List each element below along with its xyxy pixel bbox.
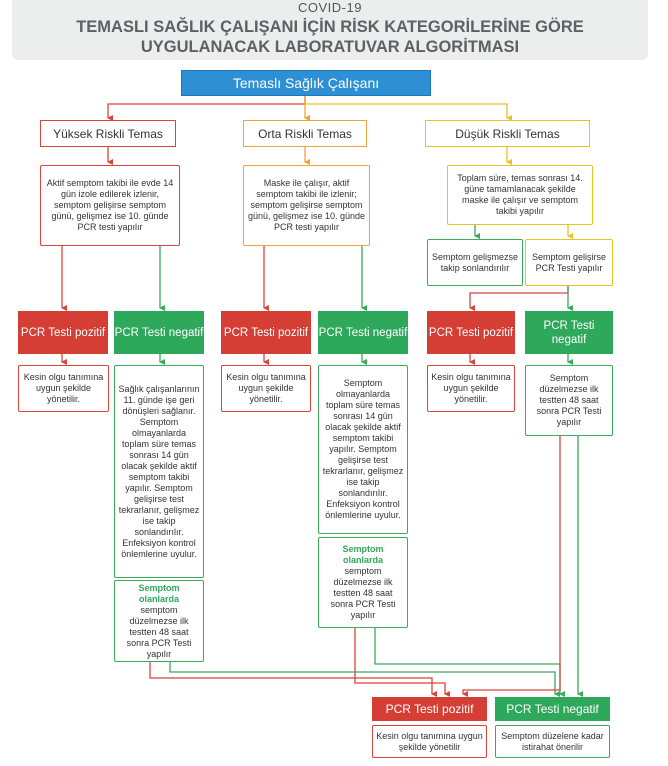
final-positive-note: Kesin olgu tanımına uygun şekilde yöneti… [372, 725, 487, 758]
low-no-symptom-box: Semptom gelişmezse takip sonlandırılır [427, 239, 523, 286]
final-negative-note: Semptom düzelene kadar istirahat önerili… [495, 725, 610, 758]
low-negative-note: Semptom düzelmezse ilk testten 48 saat s… [525, 365, 613, 436]
high-risk-description: Aktif semptom takibi ile evde 14 gün izo… [40, 165, 180, 246]
high-symptom-note: semptom düzelmezse ilk testten 48 saat s… [126, 604, 192, 659]
high-pcr-negative: PCR Testi negatif [114, 311, 204, 354]
medium-symptom-box: Semptom olanlarda semptom düzelmezse ilk… [318, 537, 408, 628]
page-title-line1: TEMASLI SAĞLIK ÇALIŞANI İÇİN RİSK KATEGO… [76, 18, 584, 36]
medium-pcr-positive: PCR Testi pozitif [221, 311, 311, 354]
page-title-line2: UYGULANACAK LABORATUVAR ALGORİTMASI [140, 38, 520, 56]
high-negative-note: Sağlık çalışanlarının 11. günde işe geri… [114, 365, 204, 578]
final-pcr-negative: PCR Testi negatif [495, 697, 610, 721]
high-symptom-label: Semptom olanlarda [138, 582, 180, 604]
category-low-risk: Düşük Riskli Temas [425, 120, 590, 147]
category-medium-risk: Orta Riskli Temas [243, 120, 367, 147]
final-pcr-positive: PCR Testi pozitif [372, 697, 487, 721]
medium-symptom-label: Semptom olanlarda [342, 544, 384, 565]
low-risk-description: Toplam süre, temas sonrası 14. güne tama… [447, 165, 593, 225]
page-title: TEMASLI SAĞLIK ÇALIŞANI İÇİN RİSK KATEGO… [12, 17, 648, 57]
medium-negative-note: Semptom olmayanlarda toplam süre temas s… [318, 365, 408, 534]
medium-pcr-negative: PCR Testi negatif [318, 311, 408, 354]
low-pcr-positive: PCR Testi pozitif [427, 311, 515, 354]
high-pcr-positive: PCR Testi pozitif [18, 311, 108, 354]
medium-positive-note: Kesin olgu tanımına uygun şekilde yöneti… [221, 365, 311, 412]
medium-risk-description: Maske ile çalışır, aktif semptom takibi … [243, 165, 370, 246]
category-high-risk: Yüksek Riskli Temas [40, 120, 176, 147]
medium-symptom-note: semptom düzelmezse ilk testten 48 saat s… [330, 566, 396, 620]
header-banner: COVID-19 TEMASLI SAĞLIK ÇALIŞANI İÇİN Rİ… [12, 0, 648, 60]
root-node: Temaslı Sağlık Çalışanı [181, 70, 431, 96]
low-pcr-negative: PCR Testi negatif [525, 311, 613, 354]
low-symptom-box: Semptom gelişirse PCR Testi yapılır [525, 239, 613, 286]
high-symptom-box: Semptom olanlarda semptom düzelmezse ilk… [114, 580, 204, 662]
high-positive-note: Kesin olgu tanımına uygun şekilde yöneti… [18, 365, 109, 412]
low-positive-note: Kesin olgu tanımına uygun şekilde yöneti… [427, 365, 515, 412]
header-subtitle: COVID-19 [298, 0, 362, 15]
